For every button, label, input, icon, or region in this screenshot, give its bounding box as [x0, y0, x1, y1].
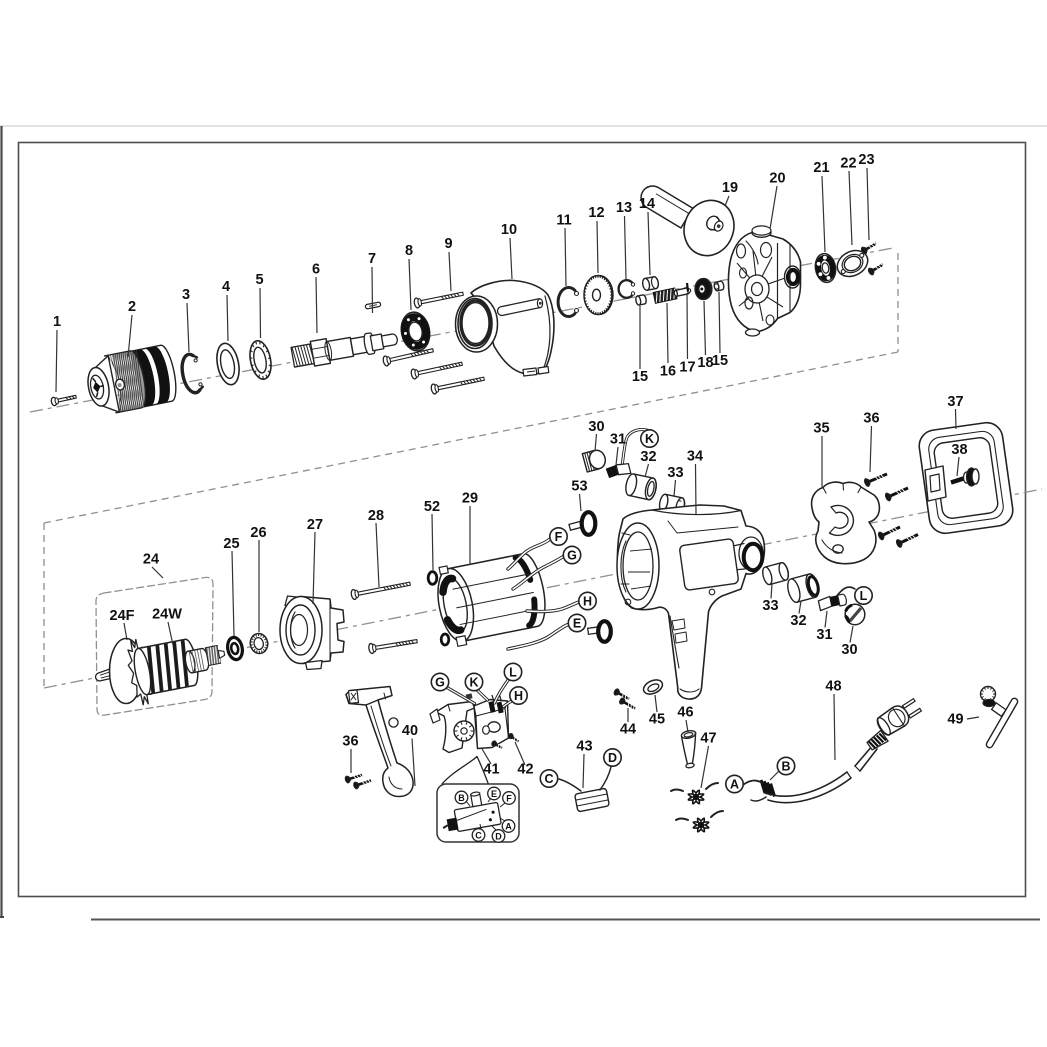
- svg-text:41: 41: [483, 762, 499, 778]
- svg-text:23: 23: [858, 152, 874, 168]
- svg-text:52: 52: [424, 499, 440, 515]
- svg-text:E: E: [573, 617, 581, 631]
- svg-text:F: F: [506, 794, 512, 804]
- svg-text:3: 3: [182, 287, 190, 303]
- svg-text:8: 8: [405, 243, 413, 259]
- svg-text:H: H: [514, 689, 523, 703]
- svg-text:H: H: [583, 595, 592, 609]
- svg-text:C: C: [475, 831, 482, 841]
- svg-text:32: 32: [640, 449, 656, 465]
- svg-text:45: 45: [649, 712, 665, 728]
- svg-text:18: 18: [697, 355, 713, 371]
- svg-text:36: 36: [342, 734, 358, 750]
- svg-text:5: 5: [255, 272, 263, 288]
- svg-text:25: 25: [223, 536, 239, 552]
- svg-text:6: 6: [312, 262, 320, 278]
- svg-text:L: L: [860, 589, 868, 603]
- svg-text:34: 34: [687, 449, 703, 465]
- svg-text:A: A: [505, 822, 512, 832]
- svg-text:F: F: [555, 530, 563, 544]
- svg-text:29: 29: [462, 491, 478, 507]
- svg-text:10: 10: [501, 222, 517, 238]
- svg-text:32: 32: [790, 613, 806, 629]
- svg-text:A: A: [730, 778, 739, 792]
- svg-text:53: 53: [571, 479, 587, 495]
- svg-text:26: 26: [250, 525, 266, 541]
- svg-text:38: 38: [951, 442, 967, 458]
- svg-text:B: B: [458, 793, 465, 803]
- svg-text:9: 9: [444, 236, 452, 252]
- svg-text:1: 1: [53, 314, 61, 330]
- svg-text:20: 20: [769, 171, 785, 187]
- svg-text:30: 30: [588, 419, 604, 435]
- svg-text:42: 42: [517, 762, 533, 778]
- svg-text:44: 44: [620, 722, 636, 738]
- svg-text:31: 31: [610, 432, 626, 448]
- svg-text:33: 33: [762, 598, 778, 614]
- svg-text:G: G: [435, 676, 445, 690]
- svg-text:G: G: [567, 549, 577, 563]
- svg-text:D: D: [495, 832, 502, 842]
- svg-text:46: 46: [677, 705, 693, 721]
- svg-text:30: 30: [841, 642, 857, 658]
- svg-text:37: 37: [947, 394, 963, 410]
- svg-text:L: L: [509, 666, 517, 680]
- svg-text:K: K: [469, 676, 478, 690]
- svg-text:19: 19: [722, 180, 738, 196]
- svg-text:24F: 24F: [110, 608, 135, 624]
- svg-text:16: 16: [660, 364, 676, 380]
- svg-text:21: 21: [813, 160, 829, 176]
- svg-text:13: 13: [616, 200, 632, 216]
- svg-text:36: 36: [863, 411, 879, 427]
- svg-text:47: 47: [700, 731, 716, 747]
- svg-text:15: 15: [712, 353, 728, 369]
- svg-text:24: 24: [143, 552, 159, 568]
- svg-text:4: 4: [222, 279, 230, 295]
- svg-text:35: 35: [813, 421, 829, 437]
- svg-text:48: 48: [825, 679, 841, 695]
- svg-text:49: 49: [947, 712, 963, 728]
- svg-text:C: C: [544, 772, 553, 786]
- svg-text:28: 28: [368, 508, 384, 524]
- svg-text:11: 11: [556, 213, 571, 229]
- svg-text:K: K: [645, 432, 654, 446]
- svg-text:22: 22: [840, 156, 856, 172]
- svg-text:17: 17: [679, 360, 695, 376]
- svg-text:B: B: [781, 760, 790, 774]
- svg-text:33: 33: [667, 465, 683, 481]
- svg-text:7: 7: [368, 251, 376, 267]
- svg-text:40: 40: [402, 723, 418, 739]
- svg-text:2: 2: [128, 299, 136, 315]
- svg-text:43: 43: [576, 739, 592, 755]
- svg-text:31: 31: [816, 627, 832, 643]
- svg-text:27: 27: [307, 517, 323, 533]
- svg-text:12: 12: [588, 205, 604, 221]
- svg-text:E: E: [491, 789, 497, 799]
- svg-text:14: 14: [639, 196, 655, 212]
- svg-text:15: 15: [632, 369, 648, 385]
- svg-text:D: D: [608, 751, 617, 765]
- svg-text:24W: 24W: [152, 607, 182, 623]
